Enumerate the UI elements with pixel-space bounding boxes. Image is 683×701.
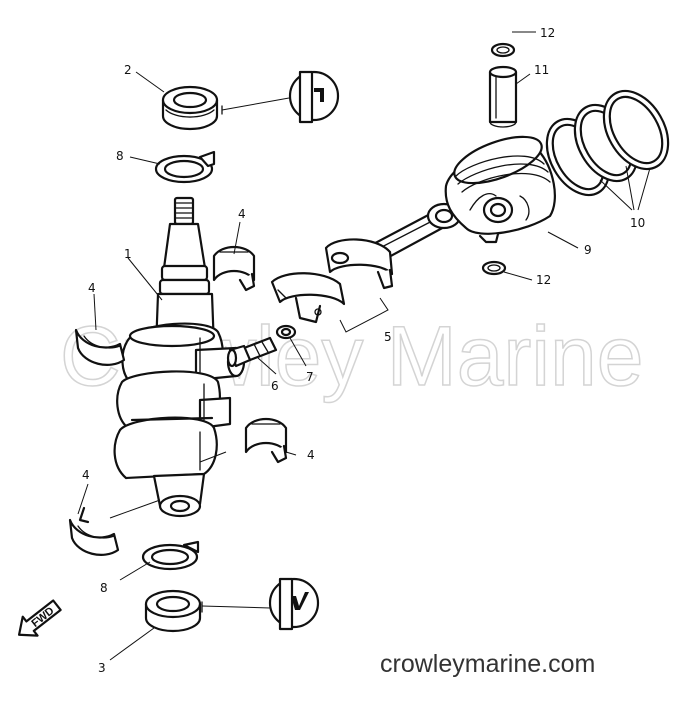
callout-12-b: 12: [536, 273, 551, 287]
callout-9: 9: [584, 243, 592, 257]
callout-11: 11: [534, 63, 549, 77]
oil-seal-icon: [144, 589, 202, 633]
crankshaft-icon: [113, 196, 246, 518]
bearing-icon: [74, 328, 126, 366]
washer-icon: [141, 540, 200, 571]
bearing-icon: [244, 417, 288, 464]
bolt-icon: [226, 336, 278, 368]
callout-2: 2: [124, 63, 132, 77]
oil-seal-icon: [161, 85, 219, 131]
circlip-icon: [481, 260, 507, 276]
bearing-icon: [68, 506, 120, 556]
callout-4-c: 4: [307, 448, 315, 462]
callout-6: 6: [271, 379, 279, 393]
callout-10: 10: [630, 216, 645, 230]
washer-icon: [275, 324, 297, 340]
washer-icon: [154, 150, 216, 184]
site-name: crowleymarine.com: [380, 650, 595, 678]
callout-3: 3: [98, 661, 106, 675]
piston-ring-icon: [545, 89, 670, 197]
callout-8-b: 8: [100, 581, 108, 595]
circlip-icon: [490, 42, 516, 58]
fwd-arrow-icon: FWD: [17, 599, 62, 637]
piston-pin-icon: [488, 65, 518, 128]
piston-icon: [444, 135, 556, 244]
callout-1: 1: [124, 247, 132, 261]
grease-icon: [221, 70, 340, 124]
grease-icon: [201, 577, 320, 631]
callout-5: 5: [384, 330, 392, 344]
callout-4-d: 4: [82, 468, 90, 482]
callout-4-a: 4: [238, 207, 246, 221]
callout-12-a: 12: [540, 26, 555, 40]
callout-7: 7: [306, 370, 314, 384]
connecting-rod-icon: [270, 202, 462, 324]
callout-8-a: 8: [116, 149, 124, 163]
callout-4-b: 4: [88, 281, 96, 295]
